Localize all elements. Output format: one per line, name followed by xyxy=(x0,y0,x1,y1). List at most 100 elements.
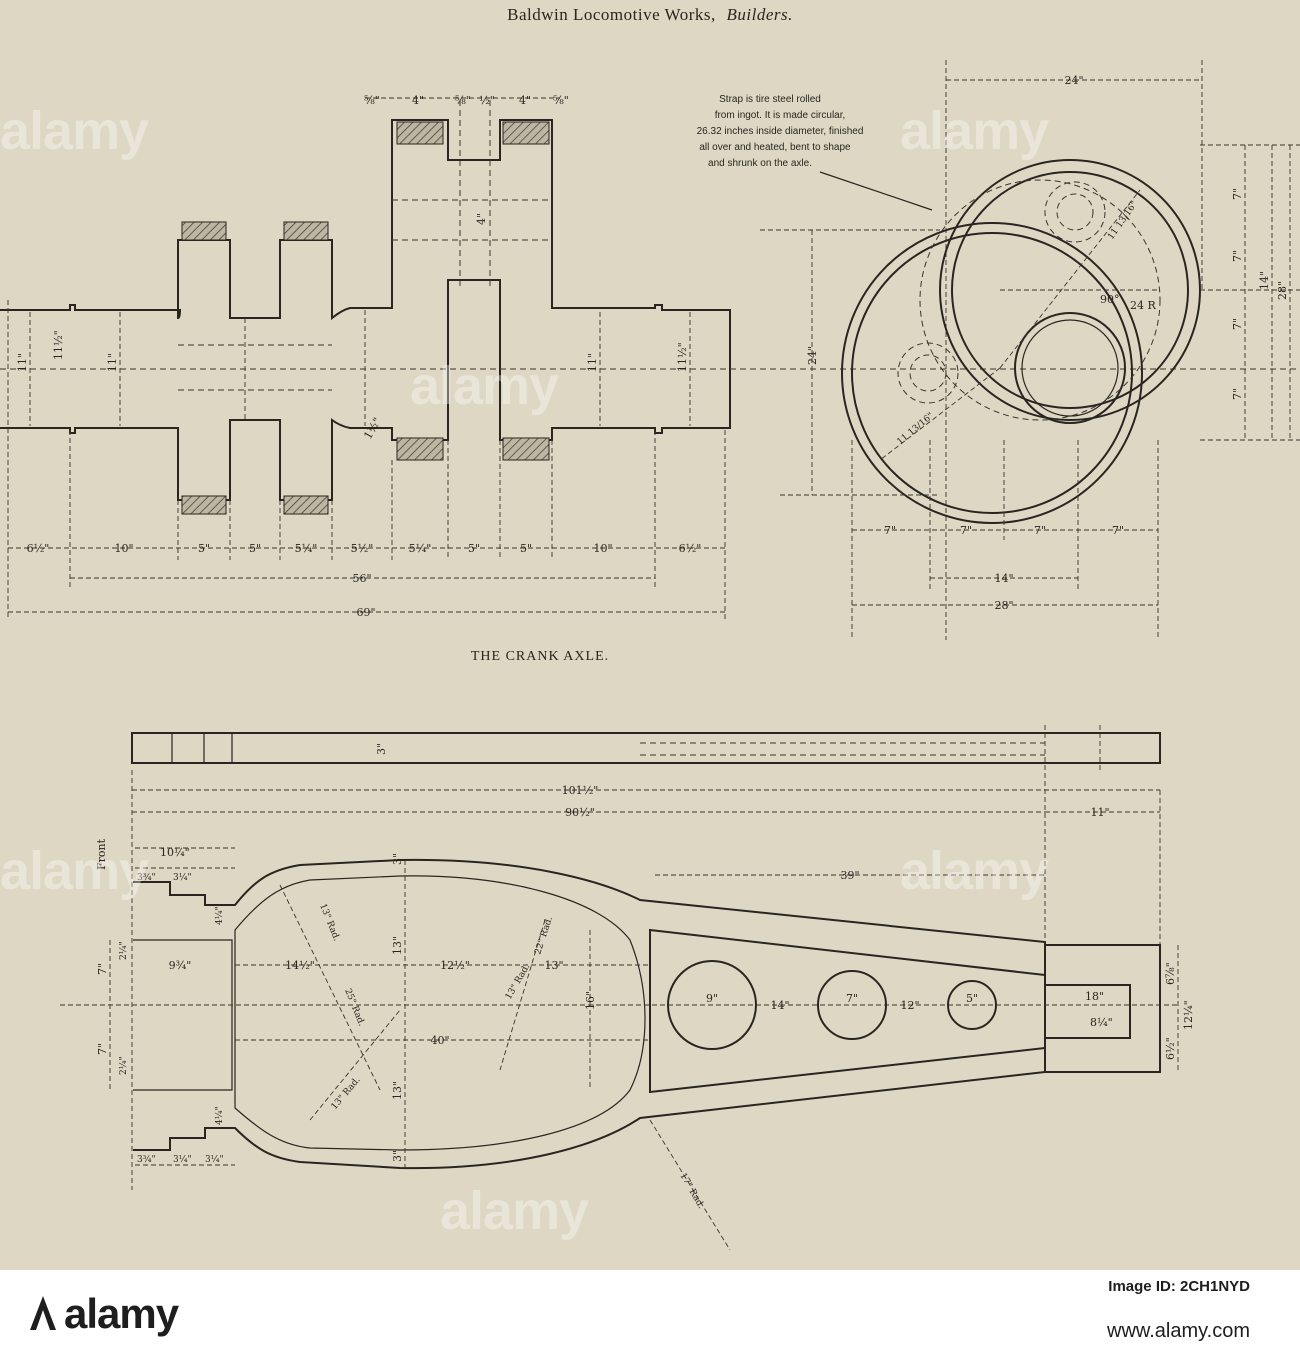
alamy-a-icon xyxy=(30,1296,56,1330)
svg-text:7": 7" xyxy=(1112,524,1124,537)
alamy-url: www.alamy.com xyxy=(1107,1320,1250,1342)
svg-text:6½": 6½" xyxy=(679,542,702,555)
svg-text:7": 7" xyxy=(96,1043,109,1055)
svg-text:5": 5" xyxy=(198,542,210,555)
svg-text:11": 11" xyxy=(106,353,119,372)
end-view-labels: 24" 7" 7" 7" 7" 14" 28" 7" 7" 14" 28" 7"… xyxy=(806,188,1289,612)
svg-text:7": 7" xyxy=(1231,250,1244,262)
svg-text:all over and heated, bent to s: all over and heated, bent to shape xyxy=(699,142,851,153)
strap-note: Strap is tire steel rolled from ingot. I… xyxy=(697,94,933,211)
svg-text:14": 14" xyxy=(994,572,1013,585)
svg-text:12½": 12½" xyxy=(440,959,470,972)
svg-text:5": 5" xyxy=(966,992,978,1005)
svg-text:7": 7" xyxy=(1231,318,1244,330)
svg-text:13" Rad.: 13" Rad. xyxy=(504,962,532,1001)
svg-text:28": 28" xyxy=(1276,281,1289,300)
alamy-logo: alamy xyxy=(28,1290,179,1338)
svg-text:9¾": 9¾" xyxy=(169,959,192,972)
svg-text:14": 14" xyxy=(770,999,789,1012)
svg-text:10": 10" xyxy=(114,542,133,555)
image-id: Image ID: 2CH1NYD xyxy=(1108,1278,1250,1295)
svg-text:40": 40" xyxy=(430,1034,449,1047)
svg-text:3": 3" xyxy=(375,743,388,755)
crank-axle-caption: THE CRANK AXLE. xyxy=(471,649,609,664)
svg-text:25" Rad.: 25" Rad. xyxy=(342,987,366,1027)
svg-text:5": 5" xyxy=(468,542,480,555)
svg-text:2¼": 2¼" xyxy=(118,941,129,960)
svg-text:12": 12" xyxy=(900,999,919,1012)
svg-text:13": 13" xyxy=(391,1081,404,1100)
engineering-drawing: Baldwin Locomotive Works, Builders. xyxy=(0,5,1300,1251)
svg-text:11": 11" xyxy=(1090,806,1109,819)
svg-text:56": 56" xyxy=(352,572,371,585)
rod-top-view: 101½" 90½" 11" 3" xyxy=(131,725,1161,1190)
svg-text:16": 16" xyxy=(584,991,597,1010)
rod-length-overall: 101½" xyxy=(562,784,599,797)
svg-text:14": 14" xyxy=(1258,271,1271,290)
crank-axle-top-dims: ⅝" 4" ⅝" ½" 4" ⅝" xyxy=(364,94,569,107)
svg-text:7": 7" xyxy=(1034,524,1046,537)
crank-axle-side-view xyxy=(0,97,1300,620)
svg-text:14½": 14½" xyxy=(285,959,315,972)
svg-text:6⅞": 6⅞" xyxy=(1164,962,1177,985)
svg-text:3¾": 3¾" xyxy=(137,872,156,883)
svg-text:28": 28" xyxy=(994,599,1013,612)
svg-text:13": 13" xyxy=(391,936,404,955)
watermark-bar: alamy Image ID: 2CH1NYD www.alamy.com xyxy=(0,1270,1300,1359)
svg-text:5¼": 5¼" xyxy=(409,542,432,555)
svg-text:26.32 inches inside diameter,: 26.32 inches inside diameter, finished xyxy=(697,126,864,137)
svg-text:10¼": 10¼" xyxy=(160,846,190,859)
svg-text:11 13/16": 11 13/16" xyxy=(1106,200,1140,242)
svg-text:11": 11" xyxy=(586,353,599,372)
svg-text:and shrunk on the axle.: and shrunk on the axle. xyxy=(708,158,812,169)
sheet-title: Baldwin Locomotive Works, Builders. xyxy=(507,5,793,24)
svg-text:5": 5" xyxy=(249,542,261,555)
svg-text:7": 7" xyxy=(96,963,109,975)
svg-text:39": 39" xyxy=(840,869,859,882)
svg-text:4": 4" xyxy=(475,213,488,225)
svg-text:4": 4" xyxy=(519,94,531,107)
svg-text:Strap is tire steel rolled: Strap is tire steel rolled xyxy=(719,94,821,105)
svg-text:⅝": ⅝" xyxy=(455,94,471,107)
svg-text:11½": 11½" xyxy=(676,342,689,372)
svg-text:7": 7" xyxy=(846,992,858,1005)
svg-text:69": 69" xyxy=(356,606,375,619)
svg-text:24 R: 24 R xyxy=(1130,299,1156,312)
svg-text:4¼": 4¼" xyxy=(214,906,225,925)
svg-text:9": 9" xyxy=(706,992,718,1005)
svg-text:11½": 11½" xyxy=(52,330,65,360)
svg-text:5½": 5½" xyxy=(351,542,374,555)
svg-text:13" Rad.: 13" Rad. xyxy=(330,1075,363,1112)
svg-text:3": 3" xyxy=(391,1150,404,1162)
svg-text:3¼": 3¼" xyxy=(205,1154,224,1165)
svg-text:⅝": ⅝" xyxy=(364,94,380,107)
svg-text:24": 24" xyxy=(806,346,819,365)
crank-axle-bottom-dims: 6½" 10" 5" 5" 5¼" 5½" 5¼" 5" 5" 10" 6½" … xyxy=(16,213,701,619)
svg-text:90°: 90° xyxy=(1100,293,1120,306)
svg-text:6½": 6½" xyxy=(27,542,50,555)
svg-text:13" Rad.: 13" Rad. xyxy=(317,902,341,942)
svg-text:13": 13" xyxy=(544,959,563,972)
svg-text:4": 4" xyxy=(412,94,424,107)
svg-text:18": 18" xyxy=(1085,990,1104,1003)
svg-text:4¼": 4¼" xyxy=(214,1106,225,1125)
svg-text:5": 5" xyxy=(520,542,532,555)
svg-text:8¼": 8¼" xyxy=(1090,1016,1113,1029)
svg-text:17" Rad.: 17" Rad. xyxy=(677,1172,705,1211)
svg-text:7": 7" xyxy=(884,524,896,537)
svg-text:7": 7" xyxy=(960,524,972,537)
svg-text:3¼": 3¼" xyxy=(173,1154,192,1165)
svg-text:10": 10" xyxy=(593,542,612,555)
svg-text:5¼": 5¼" xyxy=(295,542,318,555)
svg-text:from ingot. It is made circul: from ingot. It is made circular, xyxy=(715,110,846,121)
svg-text:½": ½" xyxy=(479,94,495,107)
svg-text:11": 11" xyxy=(16,353,29,372)
svg-text:7": 7" xyxy=(1231,188,1244,200)
svg-text:6½": 6½" xyxy=(1164,1037,1177,1060)
svg-text:7": 7" xyxy=(1231,388,1244,400)
svg-text:2¼": 2¼" xyxy=(118,1056,129,1075)
svg-text:⅝": ⅝" xyxy=(553,94,569,107)
svg-text:3¾": 3¾" xyxy=(137,1154,156,1165)
crank-end-view: 24" xyxy=(760,60,1300,640)
svg-text:3¼": 3¼" xyxy=(173,872,192,883)
